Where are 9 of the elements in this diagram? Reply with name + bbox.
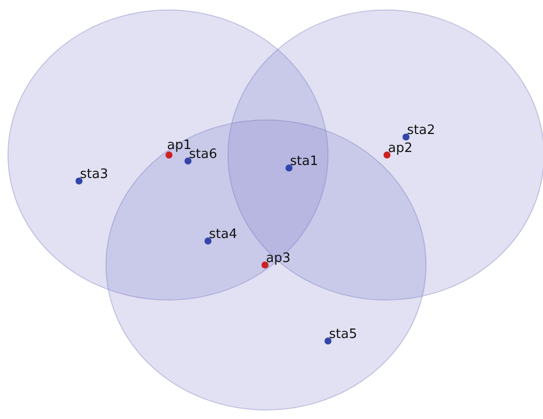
point-label: ap2 xyxy=(388,141,412,157)
point-label: sta3 xyxy=(80,167,108,183)
point-label: sta5 xyxy=(329,327,358,343)
point-label: ap1 xyxy=(167,138,192,153)
point-label: sta4 xyxy=(209,227,238,243)
point-label: ap3 xyxy=(266,251,290,267)
point-label: sta2 xyxy=(407,123,436,139)
point-label: sta1 xyxy=(290,154,318,170)
point-label: sta6 xyxy=(189,147,218,163)
